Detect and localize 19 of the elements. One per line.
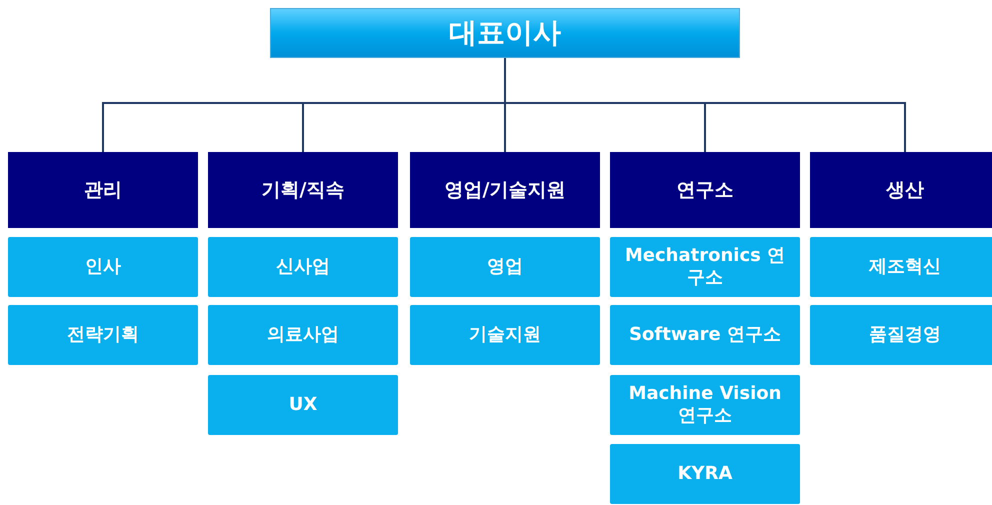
department-box: 연구소 xyxy=(610,152,800,228)
team-box: Machine Vision 연구소 xyxy=(610,375,800,435)
team-box: 의료사업 xyxy=(208,305,398,365)
team-box: 전략기획 xyxy=(8,305,198,365)
team-box: 신사업 xyxy=(208,237,398,297)
team-box: 기술지원 xyxy=(410,305,600,365)
team-box: KYRA xyxy=(610,444,800,504)
department-box: 영업/기술지원 xyxy=(410,152,600,228)
department-box: 생산 xyxy=(810,152,992,228)
team-box: 품질경영 xyxy=(810,305,992,365)
department-box: 기획/직속 xyxy=(208,152,398,228)
title-box: 대표이사 xyxy=(270,8,740,58)
team-box: UX xyxy=(208,375,398,435)
team-box: 인사 xyxy=(8,237,198,297)
team-box: 영업 xyxy=(410,237,600,297)
team-box: Mechatronics 연구소 xyxy=(610,237,800,297)
department-box: 관리 xyxy=(8,152,198,228)
team-box: 제조혁신 xyxy=(810,237,992,297)
team-box: Software 연구소 xyxy=(610,305,800,365)
